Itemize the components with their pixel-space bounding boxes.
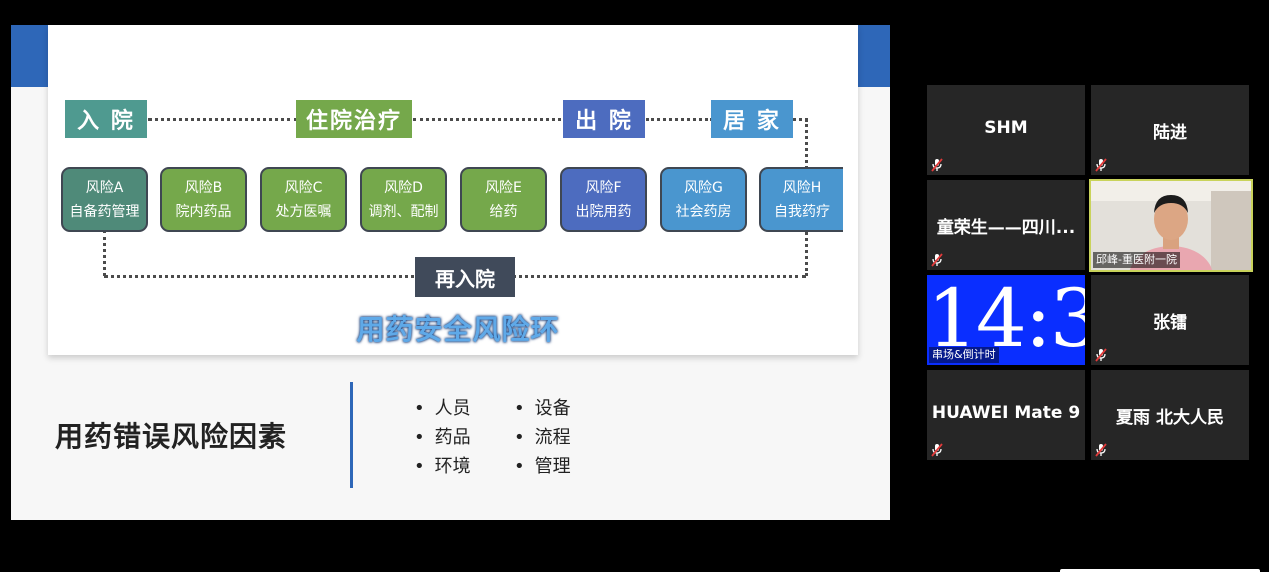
phase-admission: 入 院 [65,100,147,138]
risk-code: 风险G [684,179,723,196]
participant-tile-lu-jin[interactable]: 陆进 [1091,85,1249,175]
risk-name: 处方医嘱 [275,203,332,220]
risk-ring-panel: 入 院 住院治疗 出 院 居 家 风险A 自备药管理 风险B 院内药品 风险C … [48,25,858,355]
risk-box-e: 风险E 给药 [460,167,547,232]
muted-mic-icon [1095,348,1107,362]
risk-code: 风险F [585,179,622,196]
muted-mic-icon [931,158,943,172]
participant-name: 串场&倒计时 [929,347,999,363]
participant-name: 夏雨 北大人民 [1116,408,1224,428]
factor-item: 人员 [414,394,471,420]
participant-tile-zhang-lei[interactable]: 张镭 [1091,275,1249,365]
slide-accent-bar-right [858,25,890,87]
participant-name: HUAWEI Mate 9 [931,403,1081,423]
phase-home: 居 家 [711,100,793,138]
participant-name: 陆进 [1153,123,1187,143]
risk-name: 出院用药 [575,203,632,220]
slide-accent-bar-left [11,25,48,87]
risk-box-a: 风险A 自备药管理 [61,167,148,232]
factor-item: 药品 [414,423,471,449]
bottom-edge-strip [1060,569,1260,572]
connector-line [148,118,298,121]
risk-box-g: 风险G 社会药房 [660,167,747,232]
factor-item: 设备 [514,394,571,420]
risk-name: 自我药疗 [774,203,830,220]
risk-code: 风险A [85,179,124,196]
risk-code: 风险D [384,179,423,196]
risk-box-c: 风险C 处方医嘱 [260,167,347,232]
shared-slide: 入 院 住院治疗 出 院 居 家 风险A 自备药管理 风险B 院内药品 风险C … [11,25,890,520]
risk-box-b: 风险B 院内药品 [160,167,247,232]
risk-name: 院内药品 [175,203,232,220]
participant-tile-huawei-mate9[interactable]: HUAWEI Mate 9 [927,370,1085,460]
participant-name: 邱峰-重医附一院 [1093,252,1180,268]
countdown-clock: 14:32 [927,275,1085,365]
muted-mic-icon [1095,158,1107,172]
readmission-label: 再入院 [415,257,515,297]
risk-ring-title: 用药安全风险环 [356,313,560,346]
factor-item: 环境 [414,452,471,478]
factor-divider [350,382,353,488]
connector-line [793,118,808,121]
connector-line [413,118,568,121]
phase-discharge: 出 院 [563,100,645,138]
risk-name: 社会药房 [675,203,732,220]
risk-factors-title: 用药错误风险因素 [55,420,288,453]
risk-box-d: 风险D 调剂、配制 [360,167,447,232]
participant-name: 童荣生——四川... [936,218,1076,238]
muted-mic-icon [1095,443,1107,457]
participant-video-qiu-feng[interactable]: 邱峰-重医附一院 [1089,179,1253,272]
risk-box-f: 风险F 出院用药 [560,167,647,232]
countdown-tile[interactable]: 14:32 串场&倒计时 [927,275,1085,365]
participant-tile-tong-rongsheng[interactable]: 童荣生——四川... [927,180,1085,270]
phase-inpatient-treatment: 住院治疗 [296,100,412,138]
participant-tile-xia-yu[interactable]: 夏雨 北大人民 [1091,370,1249,460]
muted-mic-icon [931,253,943,267]
factor-item: 管理 [514,452,571,478]
risk-box-h: 风险H 自我药疗 [759,167,843,232]
risk-code: 风险H [782,179,822,196]
risk-code: 风险B [184,179,223,196]
participant-name: SHM [984,118,1028,138]
connector-line [103,230,106,276]
participant-tile-shm[interactable]: SHM [927,85,1085,175]
connector-line [646,118,713,121]
muted-mic-icon [931,443,943,457]
risk-name: 给药 [489,203,518,220]
risk-code: 风险E [485,179,522,196]
participant-name: 张镭 [1153,313,1187,333]
factor-item: 流程 [514,423,571,449]
risk-name: 自备药管理 [69,203,140,220]
risk-name: 调剂、配制 [368,203,439,220]
risk-code: 风险C [284,179,323,196]
